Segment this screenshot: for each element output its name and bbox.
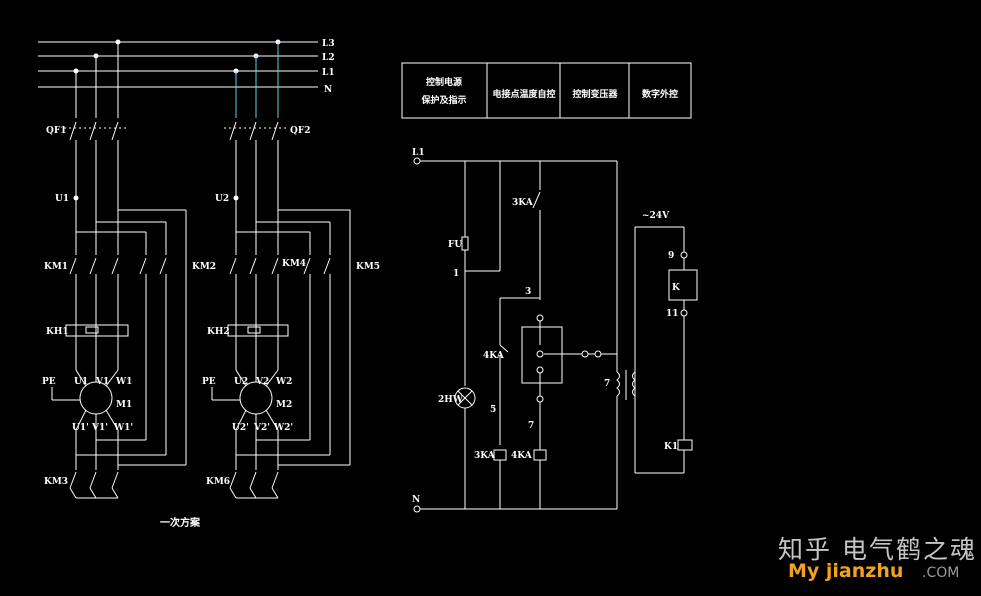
lamp-label: 2HW [438,395,464,405]
watermark-cn: 知乎 电气鹤之魂 [778,535,977,564]
fu-label: FU [448,240,462,250]
m1-terminal-v: V1 [95,377,109,387]
bus-label-l2: L2 [322,53,335,63]
qf1-label: QF1 [46,126,67,136]
km4-label: KM4 [282,259,306,269]
node-5: 5 [490,405,496,415]
m1-label: M1 [116,400,132,410]
table-header-transformer: 控制变压器 [572,88,618,100]
bus-label-l1: L1 [322,68,335,78]
n-label: N [412,495,420,505]
km3-label: KM3 [44,477,68,487]
caption-primary: 一次方案 [160,516,201,529]
watermark-com: .COM [922,565,960,581]
km2-label: KM2 [192,262,216,272]
table-header-power-line: 保护及指示 [420,94,466,106]
table-header-external: 数字外控 [642,88,678,100]
ka3-contact-label: 3KA [512,198,534,208]
u2-label: U2 [215,194,229,204]
u1-label: U1 [55,194,69,204]
m1-terminal-u2: U1' [72,423,89,433]
k1-label: K1 [664,442,678,452]
ka4-coil-label: 4KA [511,451,533,461]
bus-label-l3: L3 [322,39,335,49]
m2-terminal-v: V2 [255,377,269,387]
bus-label-n: N [324,85,332,95]
m1-terminal-w2: W1' [113,423,133,433]
m2-terminal-u: U2 [234,377,248,387]
m1-terminal-u: U1 [74,377,88,387]
kh1-label: KH1 [46,327,69,337]
k-label: K [672,283,681,293]
pe2-label: PE [202,377,216,387]
km1-label: KM1 [44,262,68,272]
terminal-11: 11 [666,309,679,319]
node-1: 1 [453,269,459,279]
terminal-9: 9 [668,251,674,261]
km6-label: KM6 [206,477,230,487]
km5-label: KM5 [356,262,380,272]
watermark-en: My jianzhu [788,560,904,582]
m2-terminal-w2: W2' [273,423,293,433]
m1-terminal-v2: V1' [91,423,108,433]
m2-label: M2 [276,400,292,410]
node-3: 3 [525,287,531,297]
node-7a: 7 [528,421,534,431]
table-header-temp: 电接点温度自控 [492,88,555,100]
kh2-label: KH2 [207,327,230,337]
node-7b: 7 [604,379,610,389]
ka4-contact-label: 4KA [483,351,505,361]
pe1-label: PE [42,377,56,387]
table-header-power-line: 控制电源 [426,76,462,88]
m2-terminal-u2: U2' [232,423,249,433]
l1-label: L1 [412,148,425,158]
v24-label: ~24V [642,211,670,221]
qf2-label: QF2 [290,126,311,136]
ka3-coil-label: 3KA [474,451,496,461]
m2-terminal-w: W2 [275,377,292,387]
m1-terminal-w: W1 [115,377,132,387]
m2-terminal-v2: V2' [253,423,270,433]
table-header-power: 控制电源保护及指示 [420,76,466,106]
